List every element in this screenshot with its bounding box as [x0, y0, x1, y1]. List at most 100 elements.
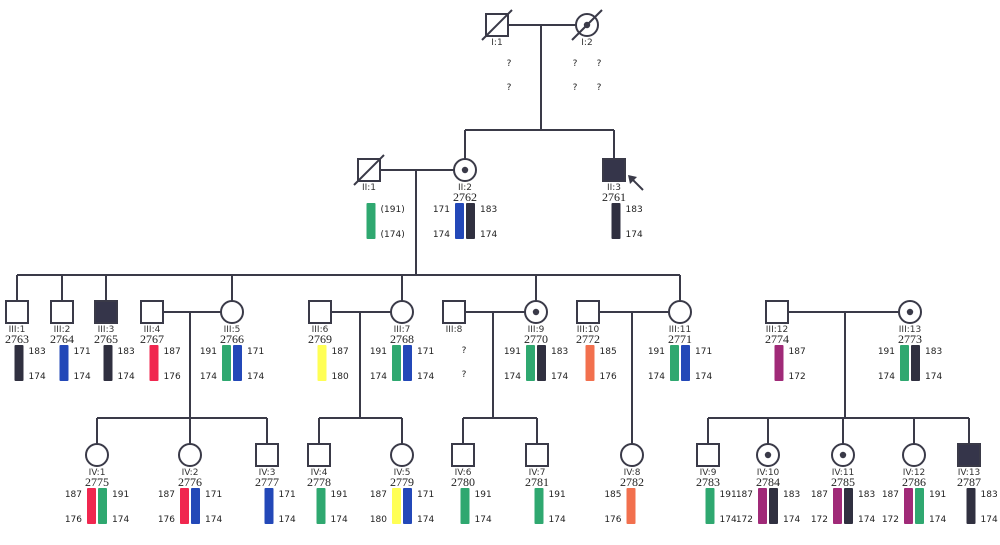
individual-id-label: III:4 [144, 325, 161, 335]
haplotype-bar [670, 345, 679, 381]
allele-bottom-label: 174 [118, 372, 135, 382]
allele-top-label: 187 [736, 490, 753, 500]
sample-number: 2773 [898, 332, 922, 346]
individual-id-label: I:1 [491, 38, 502, 48]
haplotype-bar [466, 203, 475, 239]
sample-number: 2769 [308, 332, 332, 346]
sample-number: 2763 [5, 332, 29, 346]
male-symbol [696, 443, 720, 467]
allele-bottom-label: 174 [247, 372, 264, 382]
haplotype-bar [833, 488, 842, 524]
allele-bottom-label: 174 [626, 230, 643, 240]
haplotype-bar [774, 345, 784, 381]
individual-id-label: IV:7 [529, 468, 546, 478]
individual-id-label: III:11 [669, 325, 691, 335]
individual-id-label: I:2 [581, 38, 592, 48]
male-symbol [308, 300, 332, 324]
allele-top-label: 171 [417, 490, 434, 500]
sample-number: 2768 [390, 332, 414, 346]
sample-number: 2785 [831, 475, 855, 489]
allele-bottom-label: 174 [433, 230, 450, 240]
haplotype-bar [460, 488, 470, 524]
allele-bottom-label: 174 [783, 515, 800, 525]
carrier-dot-icon [532, 308, 540, 316]
allele-bottom-label: 174 [981, 515, 998, 525]
male-symbol [255, 443, 279, 467]
individual-id-label: II:2 [458, 183, 472, 193]
individual-id-label: III:9 [528, 325, 545, 335]
haplotype-bar [403, 345, 412, 381]
carrier-dot-icon [461, 166, 469, 174]
pedigree-lines [16, 24, 970, 444]
sample-number: 2765 [94, 332, 118, 346]
allele-top-label: 191 [878, 347, 895, 357]
allele-bottom-label: 174 [504, 372, 521, 382]
allele-top-label: 185 [604, 490, 621, 500]
deceased-slash-icon [571, 9, 603, 41]
allele-bottom-label: 174 [648, 372, 665, 382]
allele-top-label: 183 [626, 205, 643, 215]
allele-bottom-label: 174 [74, 372, 91, 382]
allele-top-label: 191 [331, 490, 348, 500]
allele-bottom-label: 174 [205, 515, 222, 525]
haplotype-bar [317, 345, 327, 381]
individual-i-2: I:2???? [571, 9, 603, 93]
haplotype-bar [966, 488, 976, 524]
haplotype-bar [87, 488, 96, 524]
sample-number: 2762 [453, 190, 477, 204]
unknown-allele-label: ? [597, 59, 602, 69]
sample-number: 2784 [756, 475, 780, 489]
male-symbol [525, 443, 549, 467]
male-symbol [451, 443, 475, 467]
haplotype-bar [681, 345, 690, 381]
haplotype-bar [844, 488, 853, 524]
male-symbol [50, 300, 74, 324]
individual-id-label: III:1 [9, 325, 26, 335]
individual-id-label: II:1 [362, 183, 376, 193]
allele-top-label: 185 [600, 347, 617, 357]
carrier-dot-icon [764, 451, 772, 459]
allele-top-label: 171 [247, 347, 264, 357]
allele-bottom-label: 174 [480, 230, 497, 240]
individual-i-1: I:1?? [481, 9, 513, 93]
sample-number: 2780 [451, 475, 475, 489]
allele-top-label: 183 [783, 490, 800, 500]
haplotype-bar [180, 488, 189, 524]
sample-number: 2783 [696, 475, 720, 489]
affected-male-symbol [602, 158, 626, 182]
haplotype-bar [366, 203, 376, 239]
unknown-allele-label: ? [507, 59, 512, 69]
sample-number: 2787 [957, 475, 981, 489]
allele-bottom-label: 174 [549, 515, 566, 525]
allele-bottom-label: 174 [858, 515, 875, 525]
allele-top-label: 183 [118, 347, 135, 357]
haplotype-bar [911, 345, 920, 381]
haplotype-bar [758, 488, 767, 524]
female-symbol [220, 300, 244, 324]
allele-bottom-label: 180 [332, 372, 349, 382]
allele-bottom-label: 174 [475, 515, 492, 525]
female-symbol [390, 443, 414, 467]
haplotype-bar [705, 488, 715, 524]
individual-id-label: III:5 [224, 325, 241, 335]
sample-number: 2779 [390, 475, 414, 489]
allele-top-label: 183 [925, 347, 942, 357]
allele-bottom-label: 174 [29, 372, 46, 382]
allele-bottom-label: 172 [736, 515, 753, 525]
haplotype-bar [585, 345, 595, 381]
unknown-allele-label: ? [573, 83, 578, 93]
allele-bottom-label: 174 [370, 372, 387, 382]
individual-id-label: III:2 [54, 325, 71, 335]
haplotype-bar [149, 345, 159, 381]
